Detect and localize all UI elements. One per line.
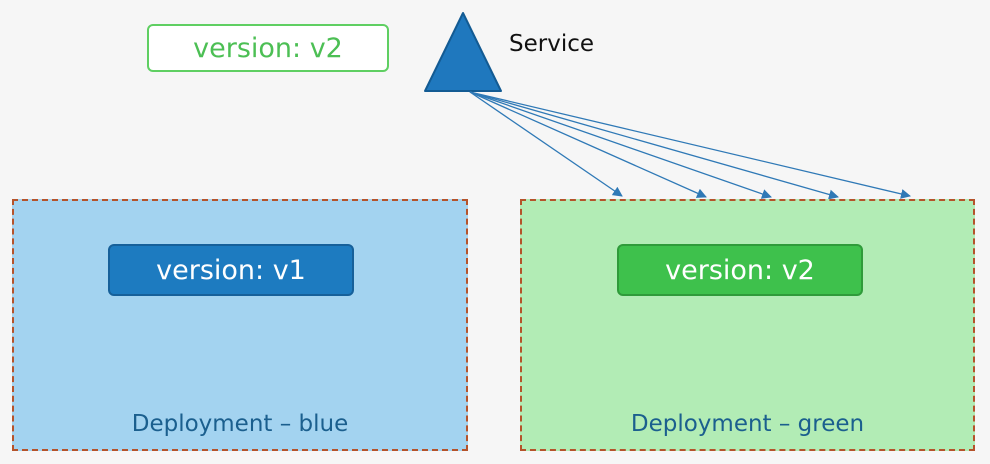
pod-label-v2[interactable]: version: v2 xyxy=(617,244,863,296)
service-arrow-4 xyxy=(469,91,839,200)
service-arrow-3 xyxy=(469,91,772,199)
deployment-green[interactable]: version: v2 Deployment – green xyxy=(520,199,975,451)
deployment-caption-blue: Deployment – blue xyxy=(131,411,349,437)
service-selector-label: version: v2 xyxy=(147,24,389,72)
service-arrow-2 xyxy=(469,91,707,198)
service-arrow-1 xyxy=(469,91,623,197)
deployment-blue[interactable]: version: v1 Deployment – blue xyxy=(12,199,468,451)
pod-label-v1[interactable]: version: v1 xyxy=(108,244,354,296)
service-arrow-5 xyxy=(469,91,911,199)
deployment-caption-green: Deployment – green xyxy=(630,411,865,437)
service-triangle-icon[interactable] xyxy=(424,12,502,92)
service-label: Service xyxy=(509,31,595,57)
